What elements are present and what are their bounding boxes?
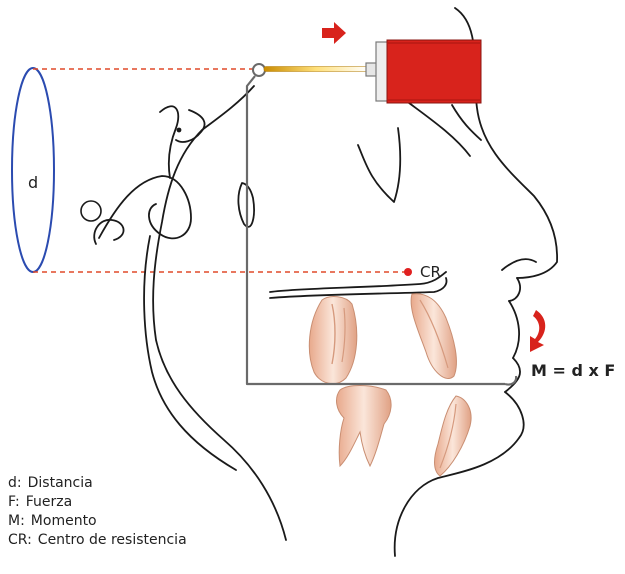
force-arrow [322,22,346,44]
legend-item-moment: M: Momento [8,512,187,531]
appliance-wire [247,76,516,385]
upper-molar [309,297,356,384]
legend-text: Distancia [28,475,93,491]
spring [264,67,368,72]
legend-item-force: F: Fuerza [8,493,187,512]
legend-key: F: [8,493,20,512]
legend-key: CR: [8,531,32,550]
lower-molar [337,386,392,467]
skull-landmark-dot [177,128,182,133]
moment-arrow [530,310,545,352]
lower-incisor [435,396,472,476]
legend-text: Centro de resistencia [38,532,187,548]
upper-incisor [411,294,456,379]
legend-text: Fuerza [26,494,72,510]
skull-landmark-circle [81,201,101,221]
legend-key: M: [8,512,25,531]
legend-item-distance: d: Distancia [8,474,187,493]
actuator [366,40,481,103]
wire-hook [253,64,265,76]
center-of-resistance-label: CR [420,263,441,281]
legend-key: d: [8,474,22,493]
legend-text: Momento [31,513,97,529]
legend-item-center: CR: Centro de resistencia [8,531,187,550]
center-of-resistance-point [404,268,412,276]
legend: d: Distancia F: Fuerza M: Momento CR: Centro… [8,474,187,550]
distance-ellipse [12,68,54,272]
moment-formula: M = d x F [531,361,615,380]
distance-label: d [28,173,38,192]
